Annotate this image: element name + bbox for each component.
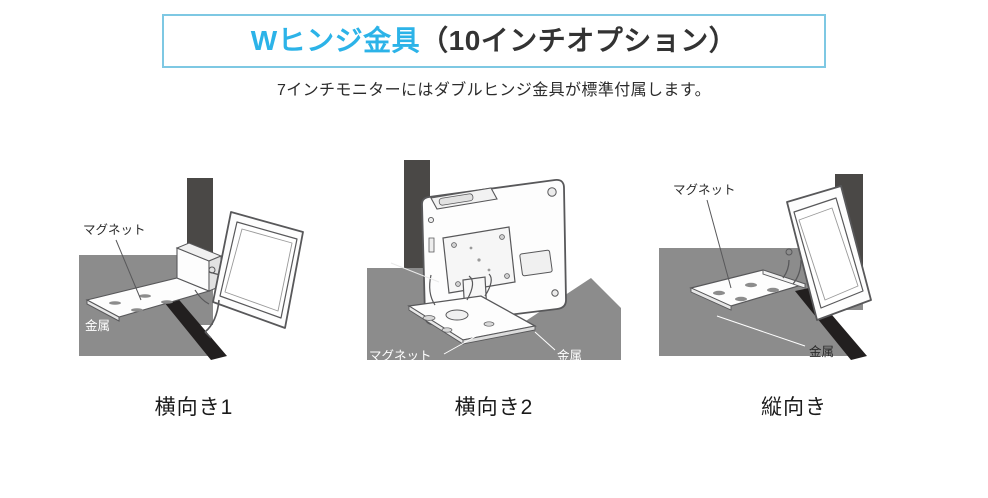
monitor-landscape: [212, 211, 304, 329]
plate-slot: [161, 300, 173, 304]
hinge-arm: [466, 275, 474, 301]
page-title: Wヒンジ金具（10インチオプション）: [251, 27, 738, 55]
caption-portrait: 縦向き: [761, 396, 827, 419]
subtitle-text: 7インチモニターにはダブルヒンジ金具が標準付属します。: [276, 82, 712, 99]
title-main-text: Wヒンジ金具: [250, 25, 421, 56]
magnet-plate-edge: [690, 287, 732, 311]
monitor-screen: [798, 207, 859, 301]
cable-leader-line: [390, 262, 440, 283]
label-metal: 金属: [557, 348, 582, 363]
vesa-screw: [504, 273, 510, 279]
monitor-cable-tip: [204, 331, 212, 339]
hinge-pivot: [785, 248, 793, 256]
plate-slot: [131, 308, 143, 312]
monitor-cable: [429, 274, 436, 306]
hinge-bracket-edge: [762, 269, 806, 289]
figure-landscape-1: マグネット 金属 横向き1: [44, 160, 344, 421]
shell-screw: [547, 187, 557, 197]
plate-slot: [441, 327, 453, 333]
monitor-vent: [438, 193, 474, 206]
magnet-leader-line: [706, 199, 732, 289]
metal-leader-line: [716, 315, 806, 347]
hinge-arm-2: [792, 259, 802, 285]
illustration-landscape-2: マグネット 金属: [367, 160, 621, 363]
desk-edge-shadow: [155, 288, 227, 360]
caption-landscape-1: 横向き1: [154, 396, 234, 419]
label-metal: 金属: [85, 318, 110, 333]
monitor-rear: [421, 179, 567, 325]
monitor-portrait: [786, 185, 872, 321]
title-banner: Wヒンジ金具（10インチオプション）: [162, 14, 826, 68]
caption-landscape-2: 横向き2: [454, 396, 534, 419]
vesa-screw: [455, 281, 461, 287]
magnet-leader-line: [443, 329, 488, 355]
illustration-portrait: マグネット 金属: [659, 174, 872, 360]
monitor-screen: [224, 228, 293, 312]
monitor-cable: [204, 299, 220, 333]
label-metal: 金属: [809, 344, 834, 359]
plate-slot: [109, 301, 121, 305]
port-panel: [519, 249, 553, 277]
vesa-hole: [469, 246, 473, 250]
plate-slot: [422, 315, 436, 321]
hinge-arm-lower: [194, 289, 210, 305]
plate-slot: [735, 296, 747, 302]
plate-slot: [745, 282, 757, 288]
label-magnet: マグネット: [83, 223, 146, 237]
figure-portrait: マグネット 金属 縦向き: [644, 160, 944, 421]
label-magnet: マグネット: [369, 349, 432, 363]
hinge-arm: [782, 259, 790, 279]
shell-screw: [427, 216, 435, 224]
plate-slot: [139, 294, 151, 298]
hinge-arm-2: [484, 273, 492, 297]
vesa-screw: [499, 234, 505, 240]
vesa-hole: [487, 268, 491, 272]
magnet-leader-line: [115, 239, 142, 301]
vesa-hole: [477, 258, 481, 262]
vesa-screw: [451, 242, 457, 248]
magnet-plate-edge2: [462, 325, 536, 345]
plate-slot: [483, 321, 495, 327]
plate-hole-large: [445, 309, 469, 321]
plate-slot: [767, 287, 779, 293]
illustration-landscape-1: マグネット 金属: [79, 178, 304, 360]
shell-screw: [551, 289, 559, 297]
side-button: [428, 237, 435, 253]
plate-slot: [713, 290, 725, 296]
figure-landscape-2: マグネット 金属 横向き2: [344, 160, 644, 421]
label-magnet: マグネット: [673, 183, 736, 197]
metal-leader-line: [534, 331, 556, 351]
figure-row: マグネット 金属 横向き1: [0, 160, 988, 460]
title-suffix-text: （10インチオプション）: [420, 25, 738, 56]
magnet-plate-edge: [86, 299, 120, 322]
